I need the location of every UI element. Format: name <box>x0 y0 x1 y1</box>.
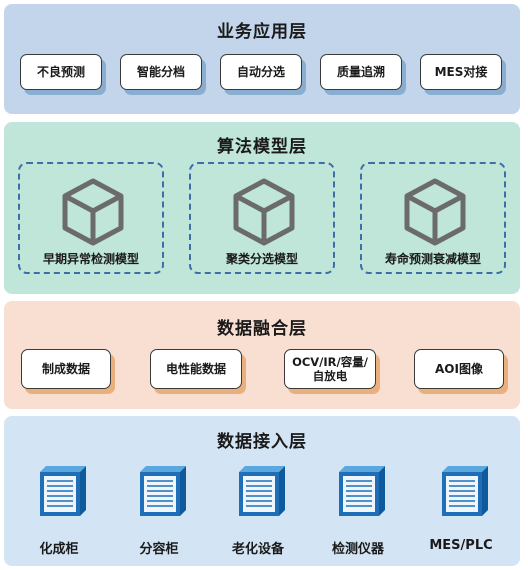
chip-mes-integration: MES对接 <box>420 54 502 90</box>
chip-process-data: 制成数据 <box>21 349 111 389</box>
algorithm-layer-title: 算法模型层 <box>217 137 307 157</box>
device-aging-equipment: 老化设备 <box>223 462 293 557</box>
algorithm-layer: 算法模型层 早期异常检测模型 聚类分选模型 <box>4 122 520 294</box>
device-label: 检测仪器 <box>331 542 384 557</box>
chip-ocv-ir-capacity: OCV/IR/容量/自放电 <box>284 349 376 389</box>
chip-auto-sorting: 自动分选 <box>220 54 302 90</box>
chip-smart-grading: 智能分档 <box>120 54 202 90</box>
server-rack-icon <box>140 466 186 516</box>
chip-quality-trace: 质量追溯 <box>320 54 402 90</box>
server-rack-icon <box>442 466 488 516</box>
fusion-layer-title: 数据融合层 <box>217 319 307 339</box>
device-test-instrument: 检测仪器 <box>323 462 393 557</box>
fusion-layer: 数据融合层 制成数据 电性能数据 OCV/IR/容量/自放电 AOI图像 <box>4 301 520 409</box>
device-mes-plc: MES/PLC <box>426 462 496 553</box>
model-cluster-sorting: 聚类分选模型 <box>189 162 335 274</box>
device-label: 老化设备 <box>231 542 284 557</box>
model-label: 聚类分选模型 <box>225 252 298 266</box>
cube-icon <box>62 178 124 246</box>
chip-aoi-image: AOI图像 <box>414 349 504 389</box>
access-layer-title: 数据接入层 <box>217 432 307 452</box>
model-label: 早期异常检测模型 <box>42 252 139 266</box>
server-rack-icon <box>239 466 285 516</box>
model-early-anomaly: 早期异常检测模型 <box>18 162 164 274</box>
application-layer-title: 业务应用层 <box>217 22 307 42</box>
chip-electrical-data: 电性能数据 <box>150 349 242 389</box>
cube-icon <box>233 178 295 246</box>
cube-icon <box>404 178 466 246</box>
model-label: 寿命预测衰减模型 <box>384 252 481 266</box>
model-life-prediction: 寿命预测衰减模型 <box>360 162 506 274</box>
server-rack-icon <box>40 466 86 516</box>
access-layer: 数据接入层 化成柜 分容柜 <box>4 416 520 566</box>
device-label: 分容柜 <box>139 542 179 557</box>
device-formation-cabinet: 化成柜 <box>24 462 94 557</box>
chip-defect-prediction: 不良预测 <box>20 54 102 90</box>
device-label: MES/PLC <box>429 538 493 553</box>
server-rack-icon <box>339 466 385 516</box>
application-layer: 业务应用层 不良预测 智能分档 自动分选 质量追溯 MES对接 <box>4 4 520 114</box>
device-grading-cabinet: 分容柜 <box>124 462 194 557</box>
device-label: 化成柜 <box>39 542 79 557</box>
